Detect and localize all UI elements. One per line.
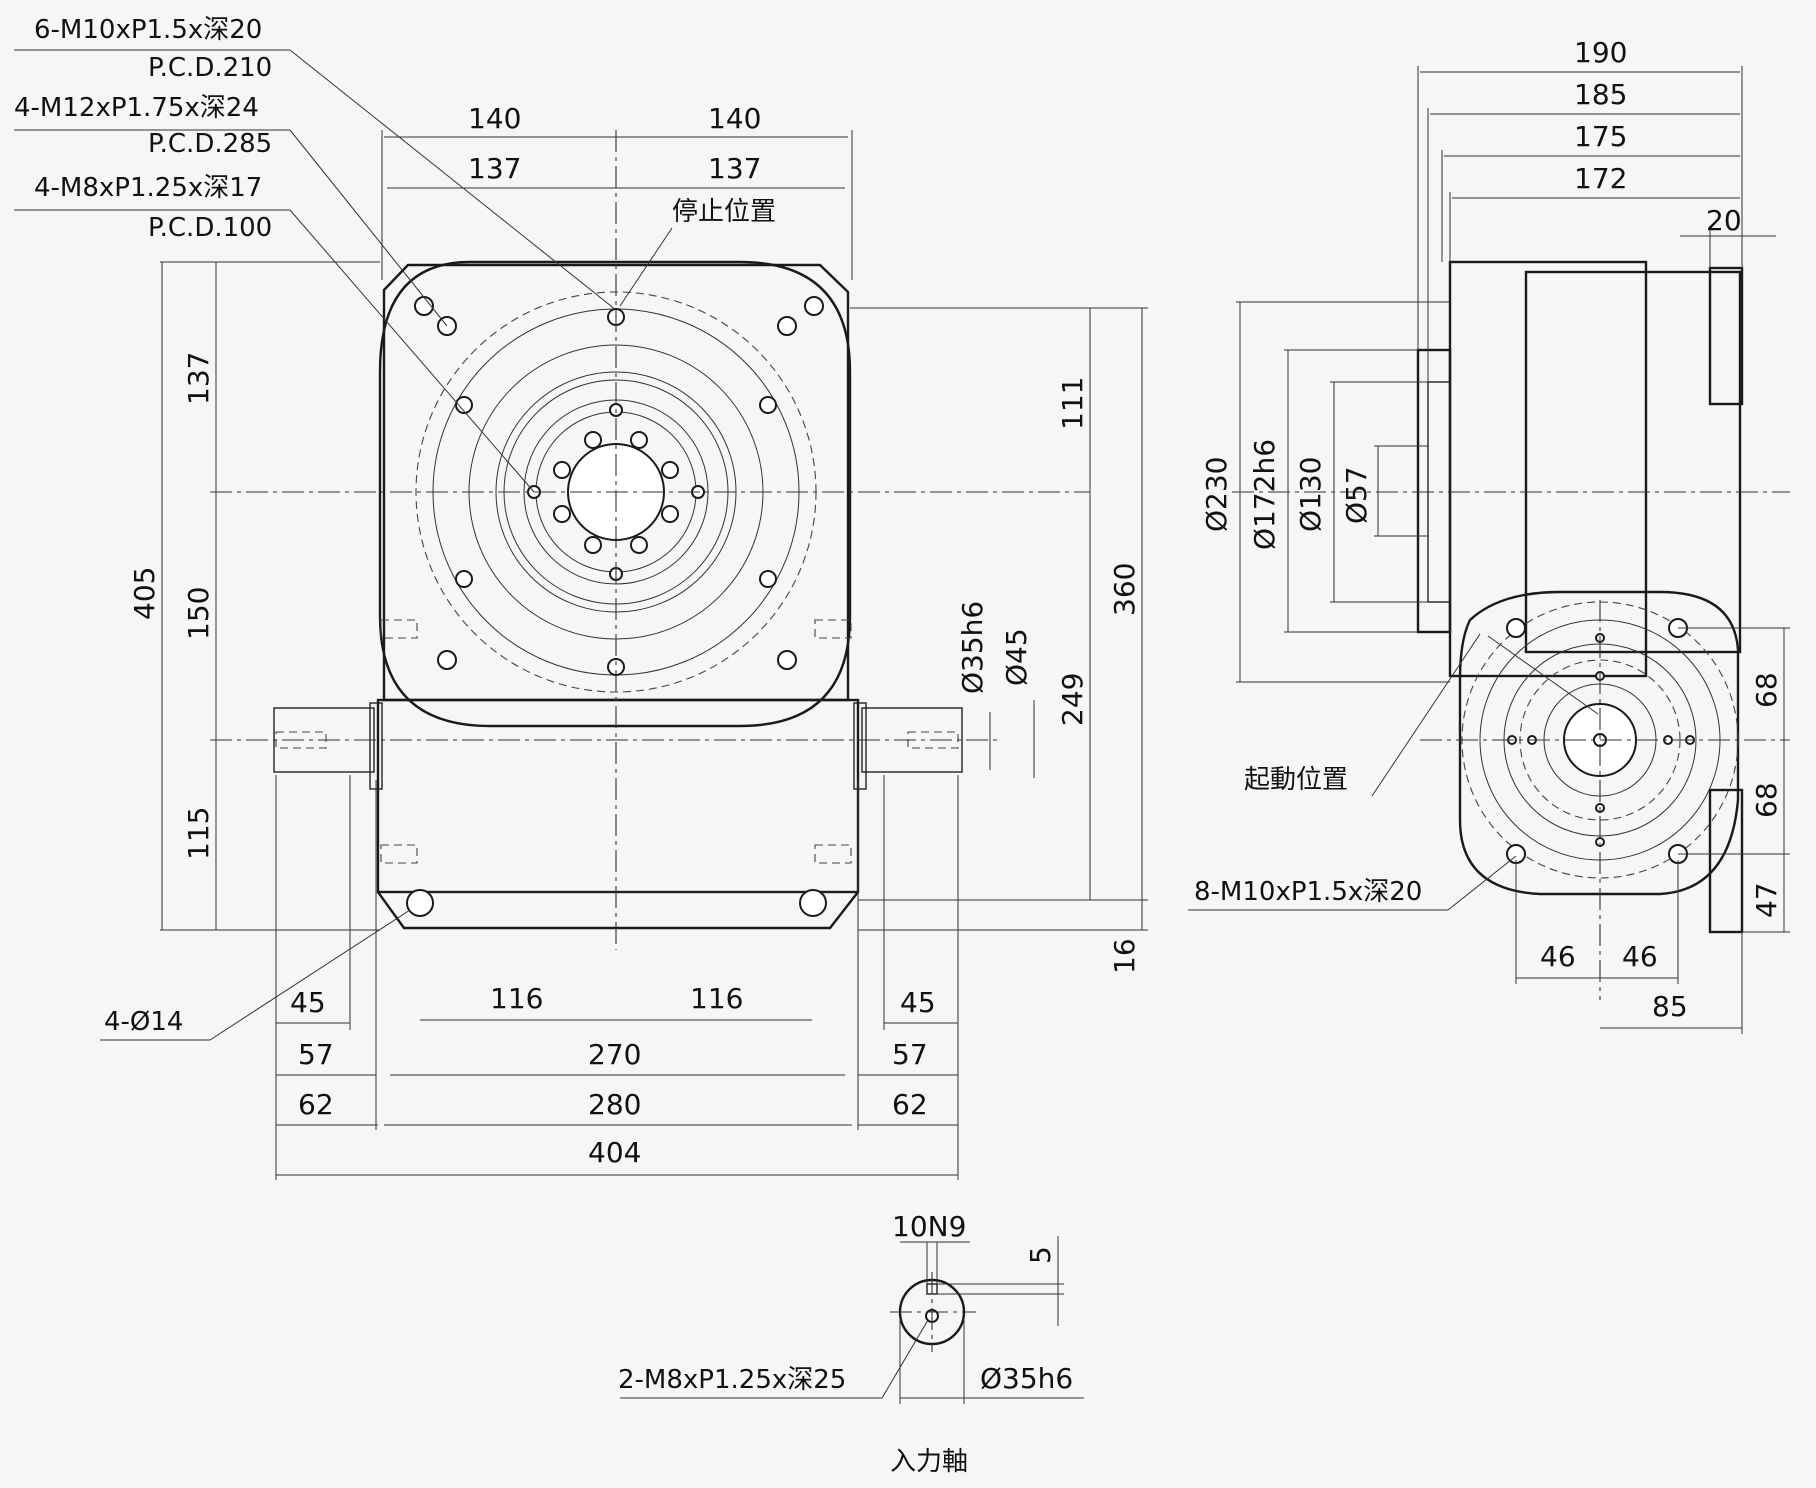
dim-111: 111 bbox=[1056, 377, 1089, 430]
side-cap-top bbox=[1708, 266, 1744, 406]
dim-dia-57: Ø57 bbox=[1340, 466, 1373, 524]
worm-end-face bbox=[1458, 590, 1740, 896]
dim-270: 270 bbox=[588, 1038, 641, 1071]
dim-dia-230: Ø230 bbox=[1200, 457, 1233, 532]
dim-115: 115 bbox=[182, 807, 215, 860]
dim-dia-172h6: Ø172h6 bbox=[1248, 439, 1281, 550]
dim-46-right: 46 bbox=[1622, 940, 1658, 973]
dim-85: 85 bbox=[1652, 990, 1688, 1023]
dim-45-left: 45 bbox=[290, 986, 326, 1019]
callout-stop-position: 停止位置 bbox=[672, 197, 776, 227]
side-dimensions bbox=[1188, 66, 1790, 1034]
input-shaft-title: 入力軸 bbox=[890, 1447, 968, 1477]
dim-57-right: 57 bbox=[892, 1038, 928, 1071]
base-hole-left bbox=[406, 889, 434, 917]
dim-185: 185 bbox=[1574, 78, 1627, 111]
index-table-face bbox=[378, 260, 852, 728]
dim-key-depth-5: 5 bbox=[1024, 1246, 1057, 1264]
lower-housing bbox=[376, 698, 860, 894]
base-plate bbox=[377, 891, 859, 930]
dim-140-right: 140 bbox=[708, 102, 761, 135]
callout-side-m10: 8-M10xP1.5x深20 bbox=[1194, 877, 1422, 907]
dim-150: 150 bbox=[182, 587, 215, 640]
callout-m12: 4-M12xP1.75x深24 bbox=[14, 93, 259, 123]
dim-140-left: 140 bbox=[468, 102, 521, 135]
dim-249: 249 bbox=[1056, 673, 1089, 726]
front-view bbox=[210, 130, 1090, 950]
callout-base-holes: 4-Ø14 bbox=[104, 1007, 183, 1037]
dim-16: 16 bbox=[1108, 938, 1141, 974]
dim-62-right: 62 bbox=[892, 1088, 928, 1121]
dim-key-10n9: 10N9 bbox=[892, 1210, 966, 1243]
callout-pcd100: P.C.D.100 bbox=[148, 213, 272, 243]
right-flange bbox=[853, 702, 867, 790]
dim-68-lower: 68 bbox=[1750, 782, 1783, 818]
front-dimensions bbox=[14, 49, 1148, 1180]
callout-pcd285: P.C.D.285 bbox=[148, 129, 272, 159]
callout-input-tap: 2-M8xP1.25x深25 bbox=[618, 1365, 846, 1395]
side-labels: 190 185 175 172 20 Ø230 Ø172h6 Ø130 Ø57 … bbox=[1194, 36, 1783, 1023]
input-shaft-detail: 10N9 5 Ø35h6 2-M8xP1.25x深25 入力軸 bbox=[618, 1210, 1084, 1477]
dim-shaft-35h6: Ø35h6 bbox=[956, 601, 989, 694]
side-housing bbox=[1448, 260, 1648, 678]
dim-137-left: 137 bbox=[468, 152, 521, 185]
dim-46-left: 46 bbox=[1540, 940, 1576, 973]
callout-start-position: 起動位置 bbox=[1244, 765, 1348, 795]
dim-input-dia: Ø35h6 bbox=[980, 1362, 1073, 1395]
callout-m8: 4-M8xP1.25x深17 bbox=[34, 173, 262, 203]
dim-20: 20 bbox=[1706, 204, 1742, 237]
callout-m10: 6-M10xP1.5x深20 bbox=[34, 15, 262, 45]
dim-172: 172 bbox=[1574, 162, 1627, 195]
dim-137-right: 137 bbox=[708, 152, 761, 185]
dim-57-left: 57 bbox=[298, 1038, 334, 1071]
dim-116-right: 116 bbox=[690, 982, 743, 1015]
dim-280: 280 bbox=[588, 1088, 641, 1121]
dim-405: 405 bbox=[128, 567, 161, 620]
dim-404: 404 bbox=[588, 1136, 641, 1169]
dim-190: 190 bbox=[1574, 36, 1627, 69]
base-hole-right bbox=[799, 889, 827, 917]
dim-62-left: 62 bbox=[298, 1088, 334, 1121]
dim-47: 47 bbox=[1750, 882, 1783, 918]
dim-116-left: 116 bbox=[490, 982, 543, 1015]
side-body bbox=[1524, 270, 1742, 654]
dim-dia-130: Ø130 bbox=[1294, 457, 1327, 532]
front-labels: 6-M10xP1.5x深20 P.C.D.210 4-M12xP1.75x深24… bbox=[14, 15, 1141, 1169]
dim-68-upper: 68 bbox=[1750, 672, 1783, 708]
side-cap-bottom bbox=[1708, 788, 1744, 934]
dim-shaft-45: Ø45 bbox=[1000, 628, 1033, 686]
callout-pcd210: P.C.D.210 bbox=[148, 53, 272, 83]
side-view bbox=[1232, 260, 1790, 1000]
dim-45-right: 45 bbox=[900, 986, 936, 1019]
left-flange bbox=[369, 702, 383, 790]
dim-360: 360 bbox=[1108, 563, 1141, 616]
dim-137-vertical: 137 bbox=[182, 352, 215, 405]
upper-housing bbox=[382, 263, 850, 702]
dim-175: 175 bbox=[1574, 120, 1627, 153]
side-flange bbox=[1416, 348, 1452, 634]
